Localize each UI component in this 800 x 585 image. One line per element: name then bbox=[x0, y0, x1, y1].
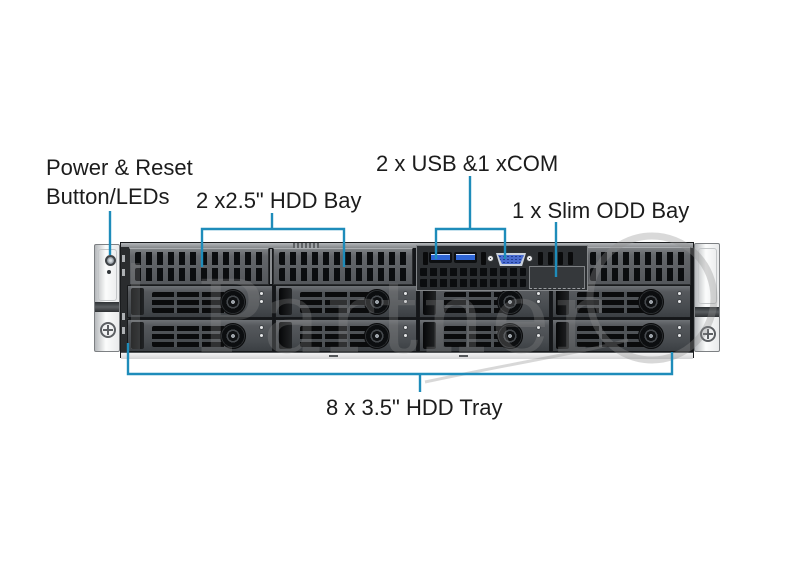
chassis-left-rail bbox=[121, 247, 129, 353]
io-vent-grid bbox=[420, 279, 526, 287]
front-vent-panel bbox=[584, 247, 691, 285]
tray-leds bbox=[259, 291, 265, 307]
tray-latch bbox=[279, 322, 292, 349]
vent-slots bbox=[279, 252, 408, 265]
ear-inset bbox=[98, 249, 117, 301]
tray-latch bbox=[556, 288, 569, 315]
label-power-line1: Power & Reset bbox=[46, 155, 193, 180]
hdd-tray-7 bbox=[419, 319, 550, 352]
rail-notch bbox=[122, 269, 125, 276]
io-vent-slot bbox=[423, 252, 428, 265]
io-vent-slot bbox=[538, 252, 543, 265]
left-rack-ear bbox=[94, 244, 120, 352]
vent-slots bbox=[135, 252, 264, 265]
chassis-bottom-edge bbox=[121, 352, 693, 359]
vent-slots bbox=[135, 268, 264, 281]
tray-leds bbox=[677, 325, 683, 341]
label-hdd-tray: 8 x 3.5" HDD Tray bbox=[326, 395, 503, 420]
hdd-tray-6 bbox=[275, 319, 417, 352]
tray-latch bbox=[556, 322, 569, 349]
tray-lock-knob bbox=[364, 289, 390, 315]
edge-mark bbox=[459, 355, 468, 357]
usb-tongue bbox=[456, 254, 475, 260]
tray-latch bbox=[423, 322, 436, 349]
usb-port-1 bbox=[429, 252, 452, 263]
vent-slots bbox=[590, 252, 686, 265]
tray-vents bbox=[444, 326, 510, 347]
vent-slots bbox=[590, 268, 686, 281]
tray-latch bbox=[131, 288, 144, 315]
hdd-tray-5 bbox=[127, 319, 273, 352]
tray-latch bbox=[131, 322, 144, 349]
tray-vents bbox=[152, 292, 230, 313]
thumbscrew-icon bbox=[100, 322, 116, 338]
ear-divider bbox=[95, 302, 119, 312]
tray-leds bbox=[536, 291, 542, 307]
tray-vents bbox=[444, 292, 510, 313]
ear-divider bbox=[695, 307, 719, 317]
tray-leds bbox=[403, 291, 409, 307]
hdd-tray-8 bbox=[552, 319, 691, 352]
vga-screw-left bbox=[487, 255, 494, 262]
slim-odd-bay bbox=[529, 266, 585, 289]
chassis-top-edge bbox=[121, 243, 693, 248]
vga-pin-field bbox=[498, 255, 524, 264]
tray-latch bbox=[423, 288, 436, 315]
ear-inset bbox=[698, 248, 717, 304]
label-usb-com: 2 x USB &1 xCOM bbox=[376, 151, 559, 176]
vga-screw-right bbox=[526, 255, 533, 262]
tray-vents bbox=[577, 326, 649, 347]
tray-vents bbox=[152, 326, 230, 347]
edge-mark bbox=[329, 355, 338, 357]
hdd-25-bay-2 bbox=[273, 248, 413, 285]
tray-vents bbox=[300, 326, 378, 347]
tray-lock-knob bbox=[220, 289, 246, 315]
hdd-tray-2 bbox=[275, 285, 417, 318]
tray-lock-knob bbox=[638, 289, 664, 315]
rail-notch bbox=[122, 327, 125, 334]
io-vent-slot bbox=[481, 252, 486, 265]
power-button bbox=[105, 255, 116, 266]
rail-notch bbox=[122, 255, 125, 262]
io-vent-slot bbox=[548, 252, 553, 265]
label-hdd-bay: 2 x2.5" HDD Bay bbox=[196, 188, 362, 213]
tray-leds bbox=[403, 325, 409, 341]
hdd-tray-4 bbox=[552, 285, 691, 318]
io-vent-slot bbox=[558, 252, 563, 265]
hdd-25-bay-1 bbox=[129, 248, 269, 285]
vga-port bbox=[496, 253, 526, 266]
hdd-tray-1 bbox=[127, 285, 273, 318]
tray-latch bbox=[279, 288, 292, 315]
io-vent-slot bbox=[568, 252, 573, 265]
tray-lock-knob bbox=[364, 323, 390, 349]
chassis-body bbox=[120, 242, 694, 359]
rail-notch bbox=[122, 313, 125, 320]
tray-leds bbox=[677, 291, 683, 307]
label-power-reset: Power & Reset Button/LEDs bbox=[46, 153, 193, 211]
thumbscrew-icon bbox=[700, 326, 716, 342]
tray-lock-knob bbox=[497, 289, 523, 315]
bay-divider bbox=[270, 249, 272, 284]
tray-vents bbox=[577, 292, 649, 313]
right-rack-ear bbox=[694, 243, 720, 352]
vent-slots bbox=[279, 268, 408, 281]
usb-port-2 bbox=[454, 252, 477, 263]
tray-leds bbox=[536, 325, 542, 341]
label-power-line2: Button/LEDs bbox=[46, 184, 170, 209]
front-io-panel bbox=[416, 245, 588, 291]
tray-leds bbox=[259, 325, 265, 341]
io-vent-grid bbox=[420, 268, 526, 276]
label-odd-bay: 1 x Slim ODD Bay bbox=[512, 198, 690, 223]
usb-tongue bbox=[431, 254, 450, 260]
tray-lock-knob bbox=[220, 323, 246, 349]
tray-vents bbox=[300, 292, 378, 313]
tray-lock-knob bbox=[497, 323, 523, 349]
tray-lock-knob bbox=[638, 323, 664, 349]
reset-led bbox=[107, 270, 111, 274]
